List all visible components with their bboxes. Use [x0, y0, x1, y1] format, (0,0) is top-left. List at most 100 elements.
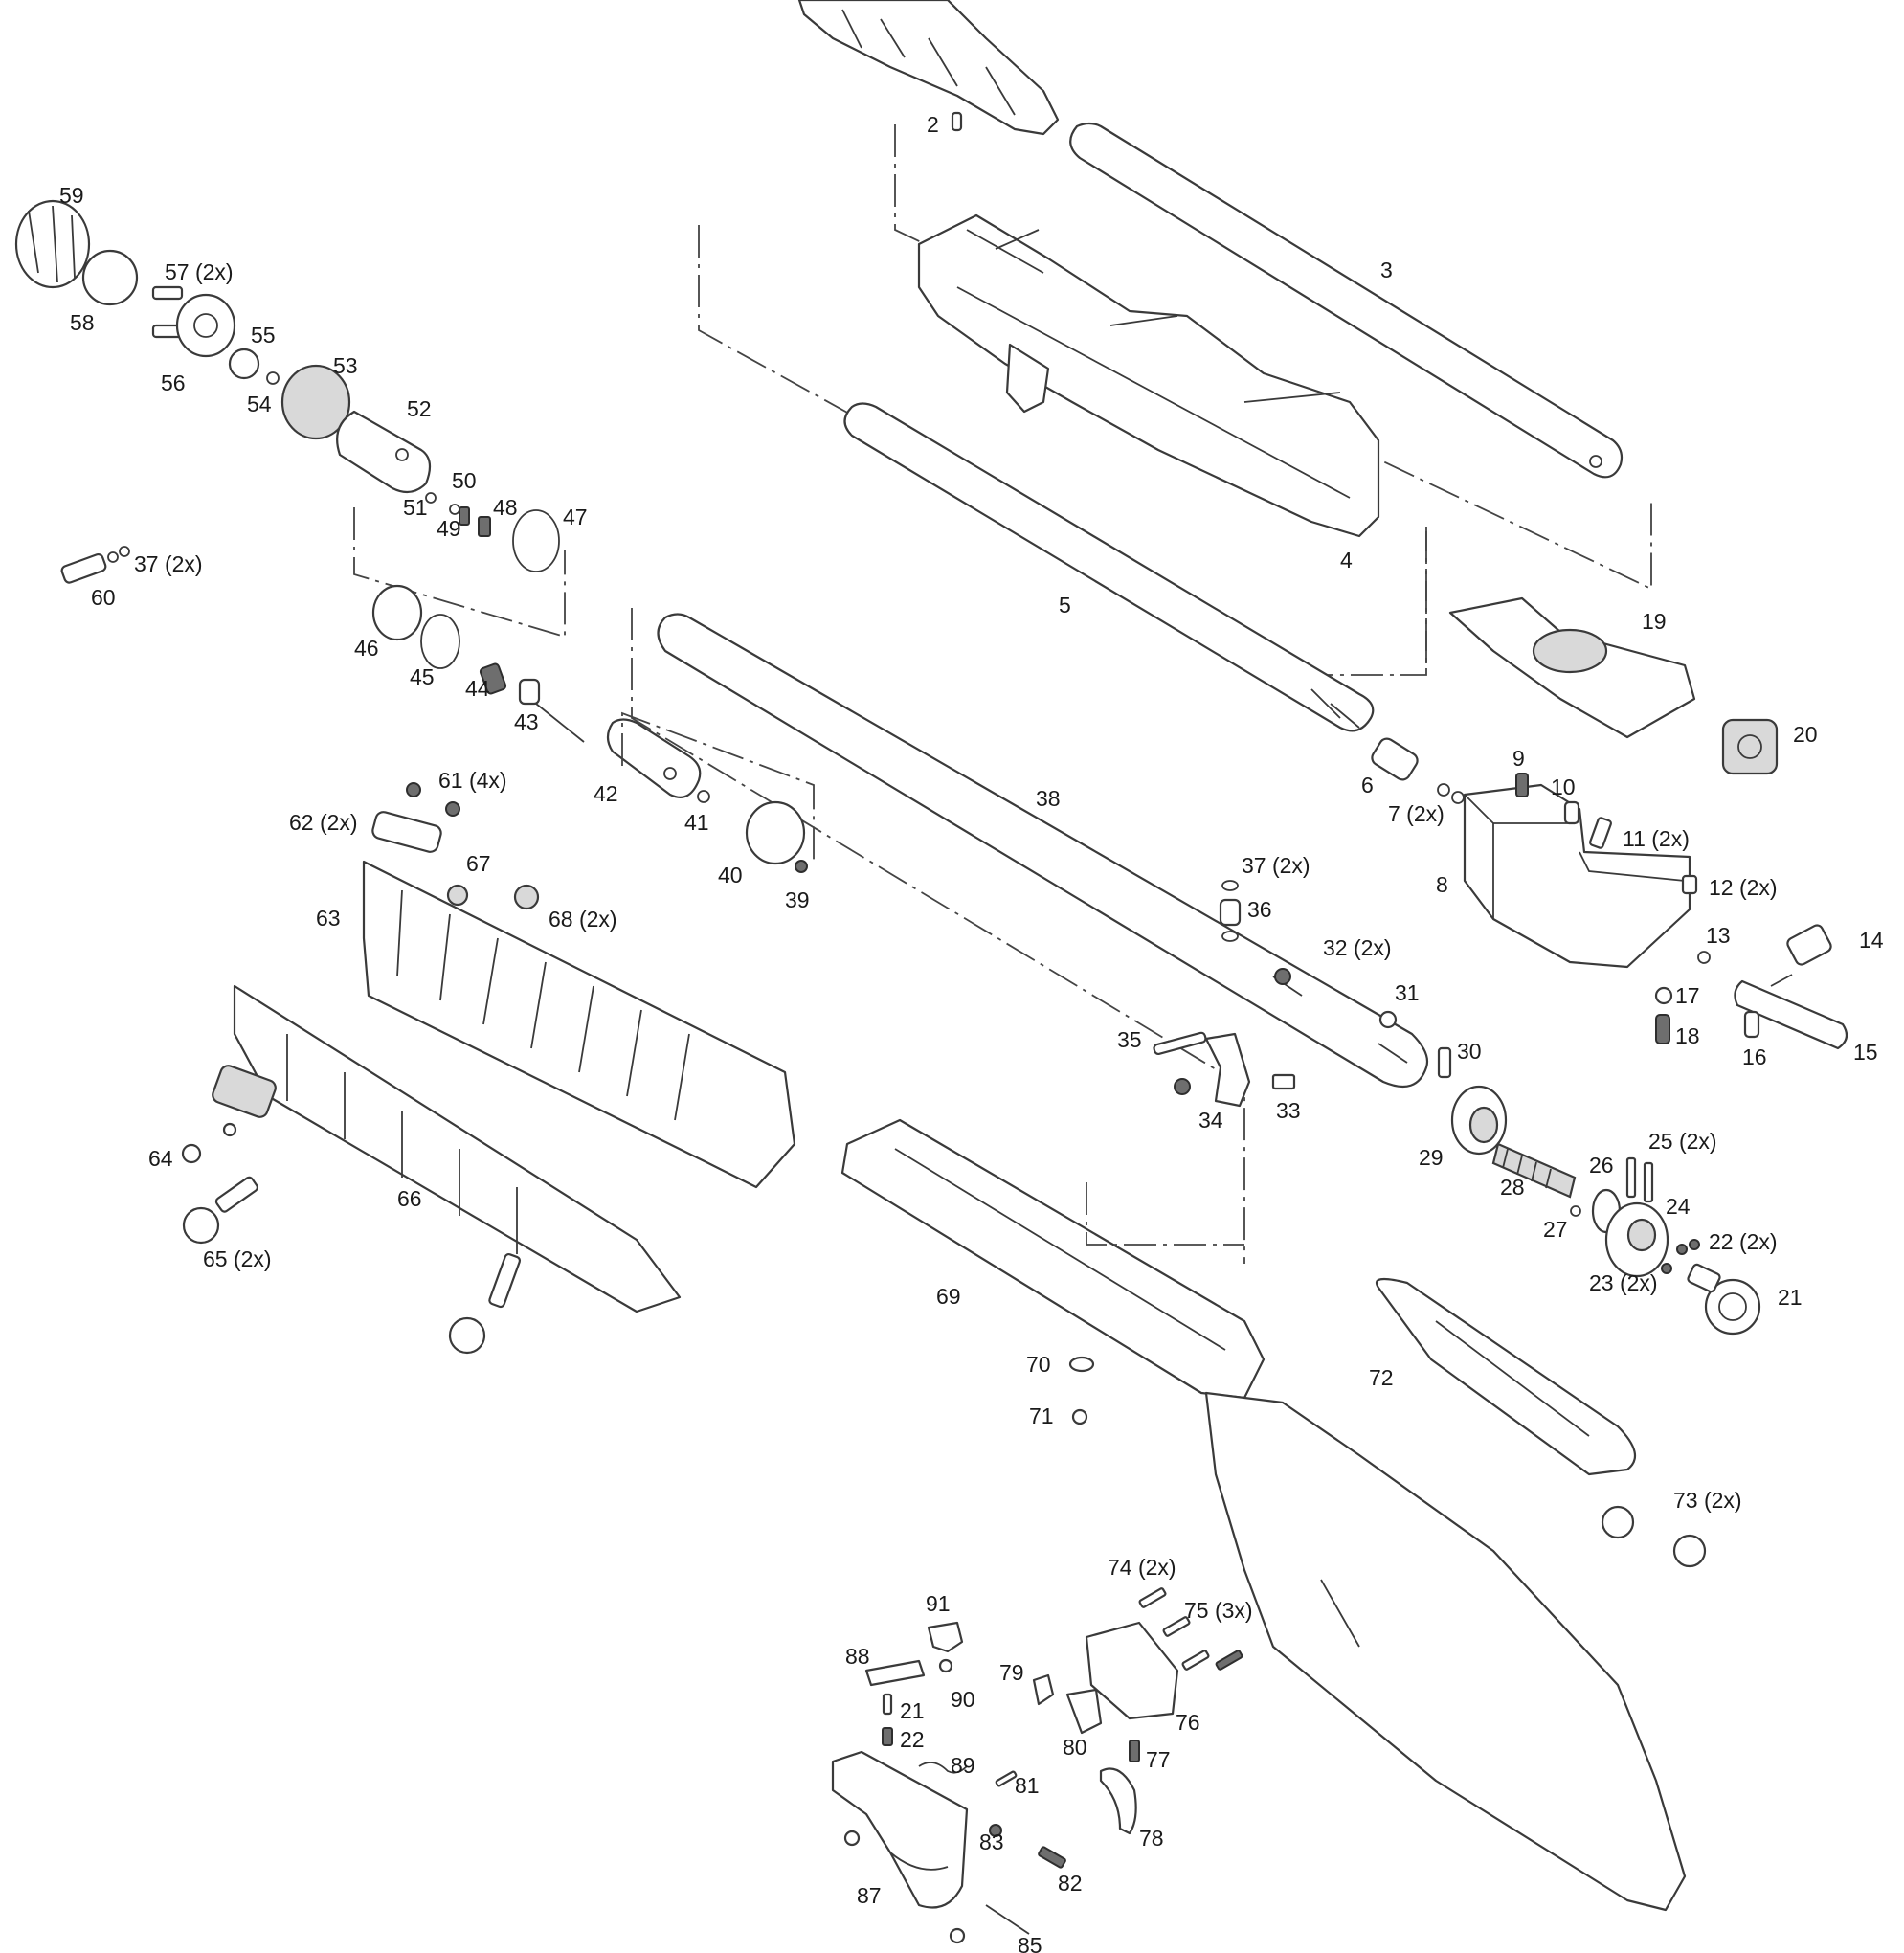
- part-7-o-rings: [1437, 783, 1465, 804]
- callout-26: 26: [1589, 1153, 1614, 1178]
- callout-10: 10: [1551, 774, 1576, 799]
- callout-27: 27: [1543, 1217, 1568, 1242]
- callout-43: 43: [514, 709, 539, 734]
- part-37b-o-rings: [107, 546, 130, 563]
- part-83-nut: [989, 1824, 1002, 1837]
- callout-90: 90: [951, 1687, 975, 1712]
- part-73-knobs: [1601, 1505, 1707, 1568]
- callout-59: 59: [59, 183, 84, 208]
- callout-19: 19: [1642, 609, 1667, 634]
- callout-70: 70: [1026, 1352, 1051, 1377]
- part-6-piston-tip: [1371, 737, 1419, 781]
- callout-81: 81: [1015, 1773, 1040, 1798]
- callout-14: 14: [1859, 928, 1884, 953]
- leader-38: [631, 608, 1245, 1264]
- callout-9: 9: [1512, 746, 1525, 771]
- callout-47: 47: [563, 505, 588, 529]
- callout-5: 5: [1059, 593, 1071, 617]
- callout-89: 89: [951, 1753, 975, 1778]
- part-20-magazine: [1721, 718, 1779, 775]
- callout-61: 61 (4x): [438, 768, 507, 793]
- callout-17: 17: [1675, 983, 1700, 1008]
- part-1-muzzle-shroud: [797, 0, 1060, 136]
- part-75-pins: [1162, 1616, 1243, 1671]
- callout-37-left: 37 (2x): [134, 551, 203, 576]
- callout-25: 25 (2x): [1648, 1129, 1717, 1154]
- callout-24: 24: [1666, 1194, 1691, 1219]
- callout-8: 8: [1436, 872, 1448, 897]
- part-54-ring: [266, 371, 280, 385]
- part-42-hammer: [606, 718, 702, 798]
- part-43-valve-stem: [518, 678, 585, 743]
- part-74-screws: [1138, 1587, 1167, 1608]
- part-2-pin: [951, 111, 963, 132]
- part-57-screws: [151, 285, 184, 339]
- part-45-o-ring: [420, 614, 460, 669]
- part-55-washer: [228, 348, 260, 380]
- part-66-handguard-lower: [233, 984, 682, 1313]
- part-15-bolt-handle: [1734, 979, 1848, 1050]
- part-37-o-rings: [1221, 880, 1239, 942]
- part-41-ring: [697, 790, 710, 803]
- part-17-ball: [1654, 986, 1673, 1005]
- callout-34: 34: [1198, 1108, 1223, 1133]
- callout-68: 68 (2x): [549, 907, 617, 932]
- part-13-pin: [1697, 951, 1711, 964]
- callout-23: 23 (2x): [1589, 1270, 1658, 1295]
- part-34-bracket: [1174, 1032, 1251, 1108]
- part-29-bushing: [1450, 1085, 1508, 1156]
- callout-48: 48: [493, 495, 518, 520]
- callout-51: 51: [403, 495, 428, 520]
- part-21b-pin: [882, 1693, 893, 1716]
- part-16-pin: [1743, 1010, 1760, 1039]
- callout-39: 39: [785, 887, 810, 912]
- callout-76: 76: [1176, 1710, 1200, 1735]
- part-3-barrel: [1069, 122, 1624, 479]
- part-22-screws: [1676, 1239, 1700, 1255]
- part-90-screw: [938, 1658, 953, 1673]
- callout-13: 13: [1706, 923, 1731, 948]
- callout-75: 75 (3x): [1184, 1598, 1253, 1623]
- part-79-sear: [1032, 1673, 1055, 1706]
- part-69-stock-forend: [840, 1118, 1266, 1400]
- callout-91: 91: [926, 1591, 951, 1616]
- part-32-screws: [1274, 968, 1291, 985]
- part-33-clip: [1271, 1073, 1296, 1090]
- callout-16: 16: [1742, 1044, 1767, 1069]
- part-10-bolt: [1563, 800, 1580, 825]
- callout-36: 36: [1247, 897, 1272, 922]
- callout-54: 54: [247, 392, 272, 416]
- part-51-ball: [425, 492, 437, 504]
- part-46-plug: [371, 584, 423, 641]
- part-28-spring: [1491, 1142, 1577, 1199]
- part-12-screws: [1681, 874, 1698, 895]
- part-63-handguard-upper: [362, 860, 796, 1189]
- callout-66: 66: [397, 1186, 422, 1211]
- part-9-screw: [1515, 773, 1529, 797]
- part-22b-spring: [882, 1727, 893, 1746]
- callout-72: 72: [1369, 1365, 1394, 1390]
- callout-73: 73 (2x): [1673, 1488, 1742, 1513]
- callout-12: 12 (2x): [1709, 875, 1778, 900]
- part-18-spring: [1655, 1014, 1670, 1044]
- callout-69: 69: [936, 1284, 961, 1309]
- callout-31: 31: [1395, 980, 1420, 1005]
- callout-80: 80: [1063, 1735, 1087, 1760]
- callout-79: 79: [999, 1660, 1024, 1685]
- part-53-collar: [280, 364, 351, 440]
- callout-2: 2: [927, 112, 939, 137]
- callout-62: 62 (2x): [289, 810, 358, 835]
- part-70-nut: [1068, 1356, 1095, 1373]
- part-77-spring: [1129, 1740, 1140, 1762]
- callout-55: 55: [251, 323, 276, 348]
- callout-56: 56: [161, 370, 186, 395]
- callout-52: 52: [407, 396, 432, 421]
- callout-21: 21: [1778, 1285, 1803, 1310]
- part-85-spring: [985, 1904, 1030, 1935]
- callout-46: 46: [354, 636, 379, 661]
- part-65-bolts: [182, 1176, 522, 1355]
- part-58-knob: [81, 249, 139, 306]
- part-88-plate: [864, 1659, 926, 1687]
- part-64-mount: [212, 1065, 277, 1118]
